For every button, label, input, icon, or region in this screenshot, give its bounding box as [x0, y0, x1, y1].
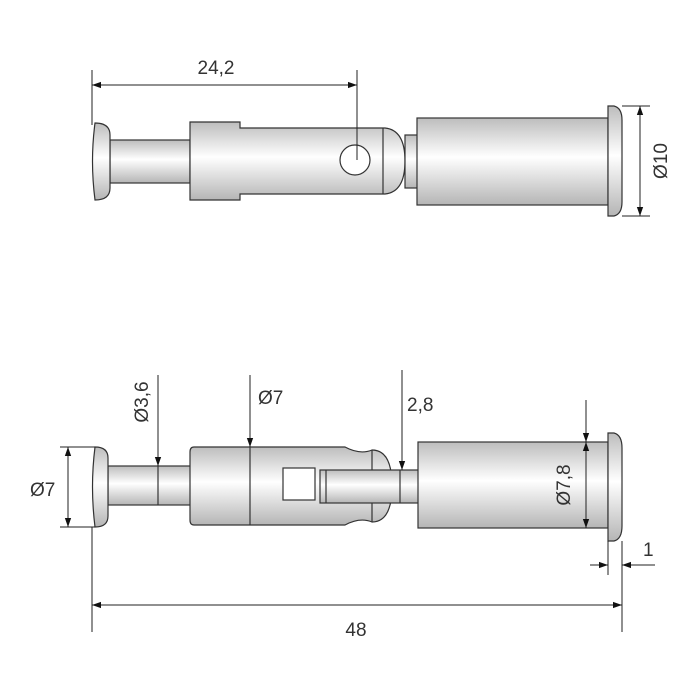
side-head [91, 446, 109, 528]
top-shaft [109, 139, 191, 184]
side-view-bolt [91, 432, 623, 542]
dim-label-head-diameter: Ø7 [30, 480, 55, 501]
top-neck [404, 134, 419, 189]
top-view-bolt [91, 105, 623, 217]
side-sleeve [417, 441, 609, 529]
dim-label-slot-width: 2,8 [407, 395, 433, 416]
dim-label-flange-diameter: Ø10 [651, 143, 672, 179]
top-flange [607, 105, 623, 217]
top-head [91, 122, 111, 201]
side-shaft [107, 465, 193, 506]
dim-label-overall-length: 48 [345, 620, 366, 641]
dim-label-length-to-hole: 24,2 [198, 58, 235, 79]
side-dimensions: Ø7 Ø3,6 Ø7 2,8 Ø7,8 1 48 [30, 370, 655, 641]
dim-label-sleeve-diameter: Ø7,8 [554, 464, 575, 505]
top-dimensions: 24,2 Ø10 [91, 58, 672, 217]
dim-label-flange-thickness: 1 [643, 540, 654, 561]
dim-label-body-diameter: Ø7 [258, 388, 283, 409]
side-slot [282, 467, 316, 501]
top-body [189, 121, 406, 201]
top-sleeve [416, 117, 609, 206]
side-inner-pin [319, 469, 421, 504]
side-flange [607, 432, 623, 542]
top-cross-hole [339, 144, 371, 176]
dim-label-neck-diameter: Ø3,6 [132, 381, 153, 422]
